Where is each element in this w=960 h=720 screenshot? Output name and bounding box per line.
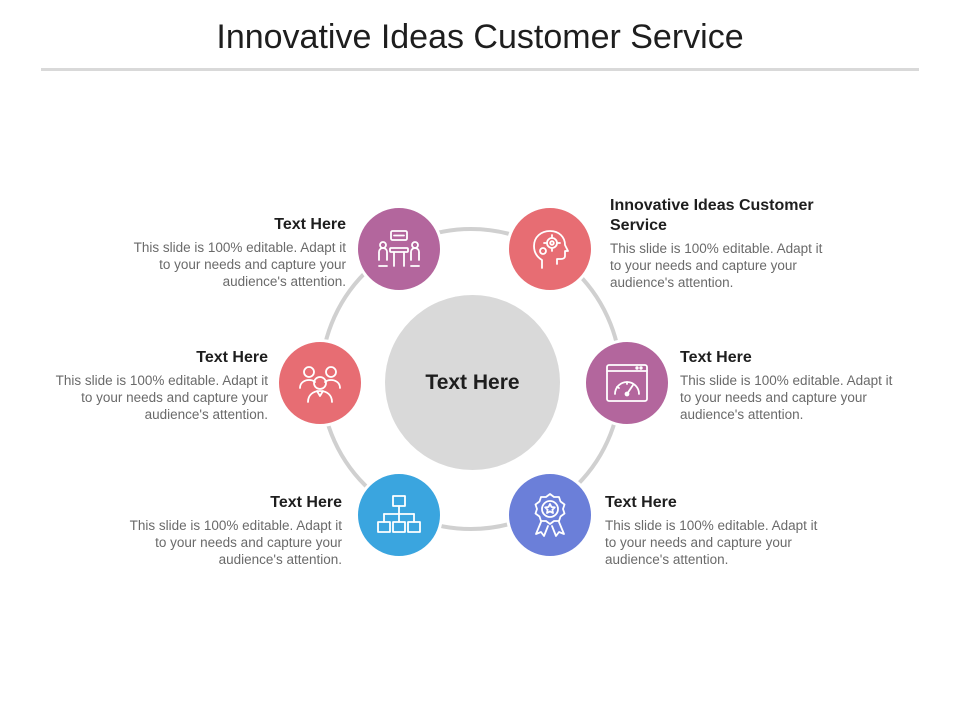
node-structure bbox=[355, 471, 443, 559]
node-team bbox=[276, 339, 364, 427]
node-description-3: This slide is 100% editable. Adapt it to… bbox=[55, 373, 268, 422]
node-heading-1: Text Here bbox=[274, 216, 346, 233]
node-heading-6: Text Here bbox=[605, 494, 677, 511]
node-label-5: Text Here This slide is 100% editable. A… bbox=[117, 493, 342, 568]
node-description-1: This slide is 100% editable. Adapt it to… bbox=[133, 240, 346, 289]
head-gears-icon bbox=[533, 230, 569, 269]
node-label-4: Text Here This slide is 100% editable. A… bbox=[680, 348, 905, 423]
node-description-4: This slide is 100% editable. Adapt it to… bbox=[680, 373, 893, 422]
node-description-6: This slide is 100% editable. Adapt it to… bbox=[605, 518, 818, 567]
node-description-2: This slide is 100% editable. Adapt it to… bbox=[610, 241, 823, 290]
node-label-6: Text Here This slide is 100% editable. A… bbox=[605, 493, 830, 568]
node-label-2: Innovative Ideas Customer Service This s… bbox=[610, 196, 835, 291]
node-label-3: Text Here This slide is 100% editable. A… bbox=[43, 348, 268, 423]
org-chart-icon bbox=[377, 495, 421, 533]
node-award bbox=[506, 471, 594, 559]
node-heading-5: Text Here bbox=[270, 494, 342, 511]
node-meeting bbox=[355, 205, 443, 293]
node-innovation bbox=[506, 205, 594, 293]
center-label: Text Here bbox=[425, 370, 520, 394]
node-label-1: Text Here This slide is 100% editable. A… bbox=[121, 215, 346, 290]
node-heading-4: Text Here bbox=[680, 349, 752, 366]
award-badge-icon bbox=[534, 493, 566, 537]
meeting-table-icon bbox=[378, 230, 420, 267]
slide-title: Innovative Ideas Customer Service bbox=[216, 18, 744, 56]
center-hub: Text Here bbox=[385, 295, 560, 470]
node-description-5: This slide is 100% editable. Adapt it to… bbox=[129, 518, 342, 567]
node-dashboard bbox=[583, 339, 671, 427]
dashboard-gauge-icon bbox=[606, 364, 648, 402]
team-people-icon bbox=[299, 366, 341, 403]
node-heading-3: Text Here bbox=[196, 349, 268, 366]
node-heading-2: Innovative Ideas Customer Service bbox=[610, 197, 814, 234]
title-divider bbox=[41, 68, 919, 71]
